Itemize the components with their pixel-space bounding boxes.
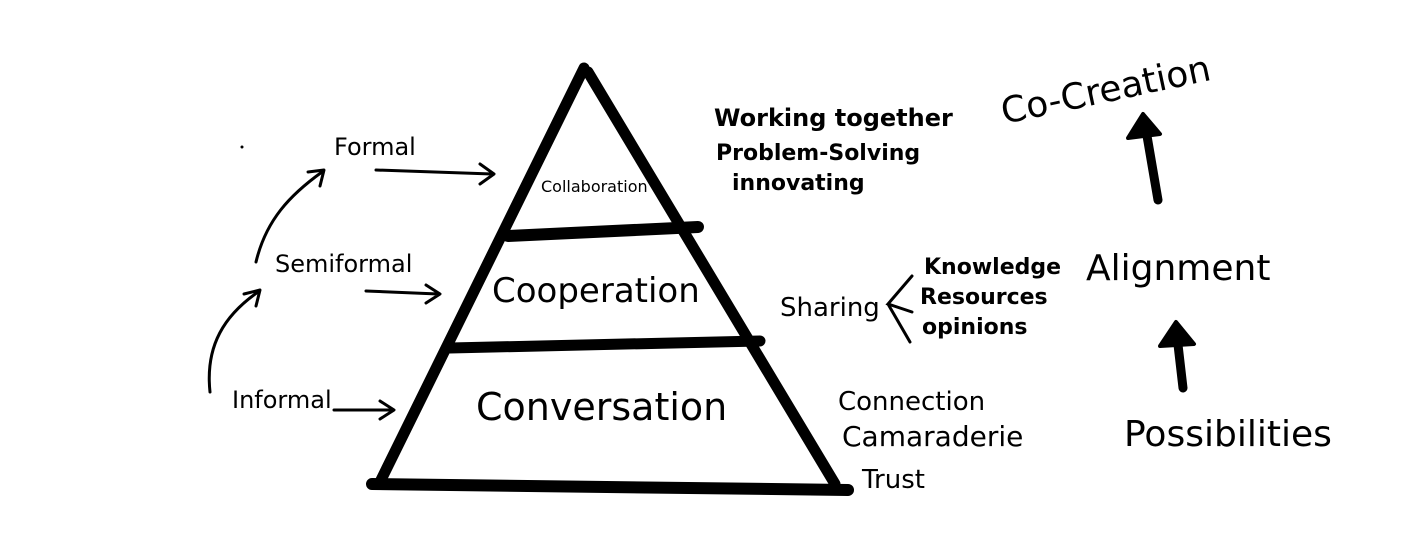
pyramid-left-edge <box>374 62 590 488</box>
progression-alignment: Alignment <box>1086 248 1270 289</box>
arrow-up-to-alignment-head-icon <box>1158 320 1196 348</box>
progression-possibilities: Possibilities <box>1124 414 1332 455</box>
arrow-up-to-co-creation-icon <box>1141 125 1163 205</box>
arrow-formal-to-pyramid-icon <box>374 162 496 186</box>
pyramid-divider-bottom <box>444 335 766 354</box>
stray-dot <box>240 145 244 149</box>
formality-informal: Informal <box>232 386 332 414</box>
descriptor-opinions: opinions <box>922 315 1027 340</box>
formality-arrows <box>207 162 496 421</box>
arrow-semiformal-to-pyramid-icon <box>364 283 442 305</box>
sharing-bracket-icon <box>885 274 914 344</box>
pyramid-right-edge <box>582 66 841 490</box>
descriptor-resources: Resources <box>920 285 1048 310</box>
descriptor-trust: Trust <box>861 465 925 495</box>
descriptor-innovating: innovating <box>732 171 865 196</box>
descriptor-knowledge: Knowledge <box>924 255 1061 280</box>
level-label-cooperation: Cooperation <box>492 271 700 311</box>
level-label-collaboration: Collaboration <box>541 177 648 196</box>
level-label-conversation: Conversation <box>476 385 727 429</box>
pyramid <box>366 62 854 496</box>
formality-semiformal: Semiformal <box>275 250 412 278</box>
formality-formal: Formal <box>334 133 416 161</box>
arrow-semiformal-to-formal-icon <box>254 168 326 264</box>
descriptor-problem-solving: Problem-Solving <box>716 141 920 166</box>
pyramid-divider-top <box>502 221 704 242</box>
descriptor-connection: Connection <box>838 387 985 417</box>
arrow-up-to-co-creation-head-icon <box>1126 112 1162 140</box>
progression-arrows <box>1126 112 1196 393</box>
arrow-informal-to-semiformal-icon <box>207 288 262 394</box>
descriptor-working-together: Working together <box>714 104 953 132</box>
arrow-informal-to-pyramid-icon <box>332 399 396 421</box>
descriptor-camaraderie: Camaraderie <box>842 420 1023 453</box>
pyramid-base <box>366 478 854 496</box>
descriptor-sharing: Sharing <box>780 293 880 323</box>
progression-co-creation: Co-Creation <box>997 48 1214 132</box>
